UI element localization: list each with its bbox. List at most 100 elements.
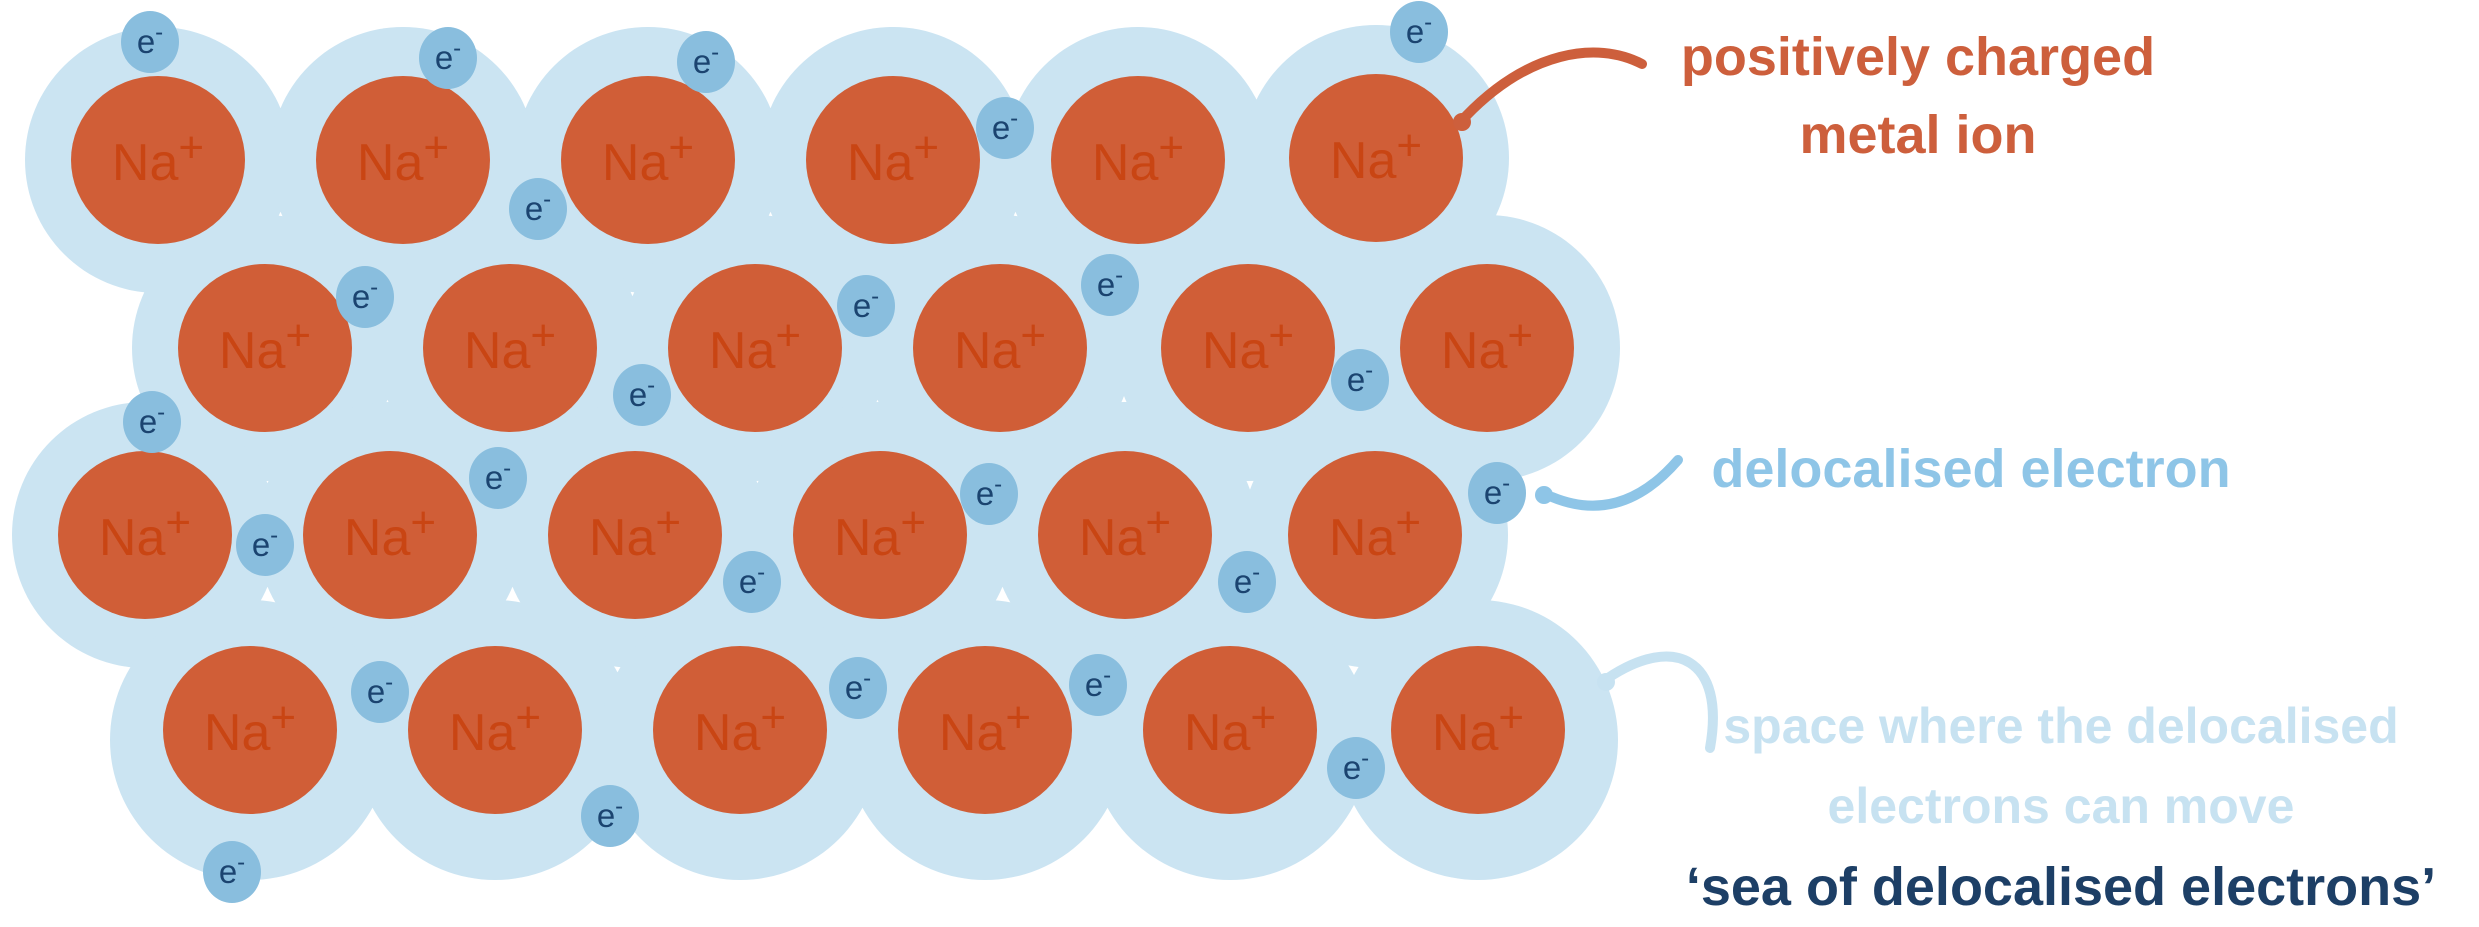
- metal-ion: Na+: [316, 76, 490, 244]
- metal-ion-symbol: Na+: [1329, 498, 1421, 567]
- metal-ion: Na+: [1289, 74, 1463, 242]
- metal-ion-body: [548, 451, 722, 619]
- electron-body: [1468, 462, 1526, 524]
- electron: e-: [509, 178, 567, 240]
- electron-body: [1069, 654, 1127, 716]
- metal-ion-pointer-line: [1461, 47, 1647, 121]
- metal-ion-body: [1288, 451, 1462, 619]
- metal-ion-pointer-dot: [1453, 113, 1471, 131]
- electron: e-: [723, 551, 781, 613]
- electron: e-: [351, 661, 409, 723]
- metal-ion-body: [71, 76, 245, 244]
- metal-ion-body: [913, 264, 1087, 432]
- metal-ion: Na+: [58, 451, 232, 619]
- electron: e-: [581, 785, 639, 847]
- metal-ion-label-line2: metal ion: [1799, 105, 2037, 166]
- electron-body: [419, 27, 477, 89]
- electron: e-: [121, 11, 179, 73]
- metal-ion: Na+: [1391, 646, 1565, 814]
- metal-ion-body: [898, 646, 1072, 814]
- sea-space-label: space where the delocalised electrons ca…: [1723, 686, 2398, 846]
- metal-ion-body: [1400, 264, 1574, 432]
- metal-ion-symbol: Na+: [847, 123, 939, 192]
- metal-ion: Na+: [423, 264, 597, 432]
- metal-ion-symbol: Na+: [589, 498, 681, 567]
- electron: e-: [1218, 551, 1276, 613]
- sea-space-pointer-dot: [1597, 673, 1615, 691]
- metal-ion-body: [1051, 76, 1225, 244]
- electron-layer: e-e-e-e-e-e-e-e-e-e-e-e-e-e-e-e-e-e-e-e-…: [121, 1, 1526, 903]
- metal-ion: Na+: [668, 264, 842, 432]
- electron: e-: [829, 657, 887, 719]
- metal-ion-body: [408, 646, 582, 814]
- electron-body: [1327, 737, 1385, 799]
- metal-ion-body: [303, 451, 477, 619]
- metal-ion: Na+: [1161, 264, 1335, 432]
- metal-ion-body: [668, 264, 842, 432]
- metal-ion-label: positively charged metal ion: [1681, 18, 2155, 175]
- electron-symbol: e-: [352, 274, 378, 315]
- electron: e-: [1069, 654, 1127, 716]
- metal-ion: Na+: [806, 76, 980, 244]
- electron-body: [121, 11, 179, 73]
- electron-body: [203, 841, 261, 903]
- electron: e-: [336, 266, 394, 328]
- electron: e-: [677, 31, 735, 93]
- metal-ion-body: [1289, 74, 1463, 242]
- metal-ion-layer: Na+ Na+ Na+ Na+ Na+ Na+ Na+ Na+ Na+ Na+ Na+ Na+ Na+ N…: [58, 74, 1574, 814]
- electron-body: [1081, 254, 1139, 316]
- electron-body: [613, 364, 671, 426]
- metal-ion: Na+: [178, 264, 352, 432]
- electron-body: [236, 514, 294, 576]
- electron-body: [509, 178, 567, 240]
- pointer-layer: [1453, 47, 1718, 753]
- electron-body: [1390, 1, 1448, 63]
- delocalised-electron-label: delocalised electron: [1711, 439, 2231, 499]
- metal-ion-body: [653, 646, 827, 814]
- electron: e-: [613, 364, 671, 426]
- electron: e-: [1331, 349, 1389, 411]
- electron-body: [960, 463, 1018, 525]
- metal-ion-body: [1391, 646, 1565, 814]
- metal-ion-body: [163, 646, 337, 814]
- electron: e-: [837, 275, 895, 337]
- metal-ion-symbol: Na+: [694, 693, 786, 762]
- electron-body: [351, 661, 409, 723]
- electron-body: [723, 551, 781, 613]
- delocalised-electron-pointer-dot: [1535, 486, 1553, 504]
- metal-ion-body: [58, 451, 232, 619]
- electron-body: [976, 97, 1034, 159]
- electron-body: [677, 31, 735, 93]
- metal-ion: Na+: [1038, 451, 1212, 619]
- electron: e-: [1081, 254, 1139, 316]
- electron: e-: [1390, 1, 1448, 63]
- electron-body: [469, 447, 527, 509]
- metal-ion: Na+: [913, 264, 1087, 432]
- electron-body: [336, 266, 394, 328]
- metal-ion: Na+: [1143, 646, 1317, 814]
- sea-space-label-line1: space where the delocalised: [1723, 698, 2399, 754]
- metal-ion: Na+: [561, 76, 735, 244]
- sea-space-pointer-line: [1603, 651, 1718, 753]
- electron: e-: [203, 841, 261, 903]
- electron-body: [1218, 551, 1276, 613]
- electron-body: [1331, 349, 1389, 411]
- metal-ion-body: [423, 264, 597, 432]
- metal-ion-body: [793, 451, 967, 619]
- electron: e-: [960, 463, 1018, 525]
- electron: e-: [1327, 737, 1385, 799]
- electron: e-: [419, 27, 477, 89]
- metal-ion: Na+: [71, 76, 245, 244]
- metal-ion: Na+: [408, 646, 582, 814]
- electron-body: [123, 391, 181, 453]
- metal-ion-label-line1: positively charged: [1680, 27, 2156, 87]
- metal-ion-body: [1161, 264, 1335, 432]
- sea-quote-label: ‘sea of delocalised electrons’: [1685, 857, 2437, 917]
- metal-ion-body: [806, 76, 980, 244]
- metal-ion: Na+: [1051, 76, 1225, 244]
- electron: e-: [236, 514, 294, 576]
- metal-ion: Na+: [1288, 451, 1462, 619]
- metal-ion: Na+: [898, 646, 1072, 814]
